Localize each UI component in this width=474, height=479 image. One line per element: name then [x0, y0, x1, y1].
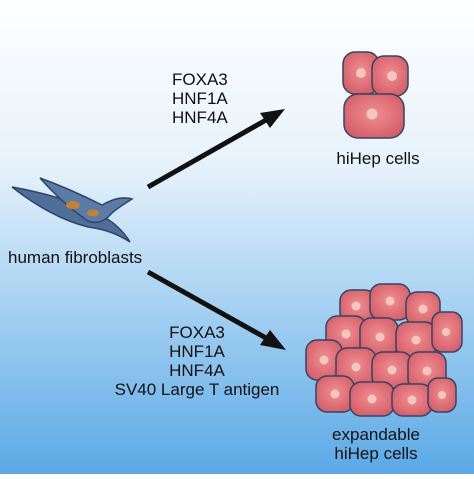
hepatocyte-nucleus — [438, 391, 446, 399]
hepatocyte-nucleus — [356, 68, 366, 78]
arrow-bottom — [146, 269, 286, 350]
hepatocyte-nucleus — [375, 332, 385, 342]
fibroblast-cell — [39, 177, 134, 224]
factor-label: HNF1A — [172, 89, 228, 108]
hihep-cells-label: hiHep cells — [336, 149, 420, 168]
hepatocyte-nucleus — [442, 328, 450, 336]
fibroblast-nucleus — [66, 201, 80, 209]
hepatocyte-nucleus — [407, 395, 417, 405]
factor-label: FOXA3 — [172, 70, 228, 89]
expandable-cells-label: expandable hiHep cells — [306, 425, 446, 463]
arrow-top — [146, 109, 285, 190]
hepatocyte-nucleus — [367, 394, 377, 404]
top-factor-list: FOXA3 HNF1A HNF4A — [172, 70, 228, 127]
bottom-factor-list: FOXA3 HNF1A HNF4A SV40 Large T antigen — [92, 323, 302, 399]
factor-label: HNF4A — [172, 108, 228, 127]
hepatocyte-nucleus — [411, 335, 421, 345]
factor-label: FOXA3 — [169, 323, 225, 342]
fibroblast-cells — [11, 177, 134, 243]
factor-label: SV40 Large T antigen — [114, 380, 280, 399]
expandable-label-line: expandable — [332, 425, 420, 444]
hepatocyte-nucleus — [351, 362, 361, 372]
hepatocyte-nucleus — [351, 301, 361, 311]
expandable-label-line: hiHep cells — [334, 444, 418, 463]
hihep-cell-cluster — [342, 51, 409, 139]
hepatocyte-nucleus — [422, 366, 432, 376]
factor-label: HNF1A — [169, 342, 225, 361]
fibroblast-nucleus — [87, 209, 99, 217]
hepatocyte-nucleus — [387, 71, 397, 81]
source-label: human fibroblasts — [8, 248, 143, 267]
hepatocyte-nucleus — [319, 355, 329, 365]
hepatocyte-nucleus — [418, 304, 428, 314]
expandable-cell-cluster — [305, 283, 463, 417]
hepatocyte-nucleus — [385, 296, 395, 306]
hepatocyte-nucleus — [387, 365, 397, 375]
factor-label: HNF4A — [169, 361, 225, 380]
hepatocyte-nucleus — [330, 389, 340, 399]
hepatocyte-nucleus — [366, 108, 378, 120]
hepatocyte-nucleus — [341, 329, 351, 339]
